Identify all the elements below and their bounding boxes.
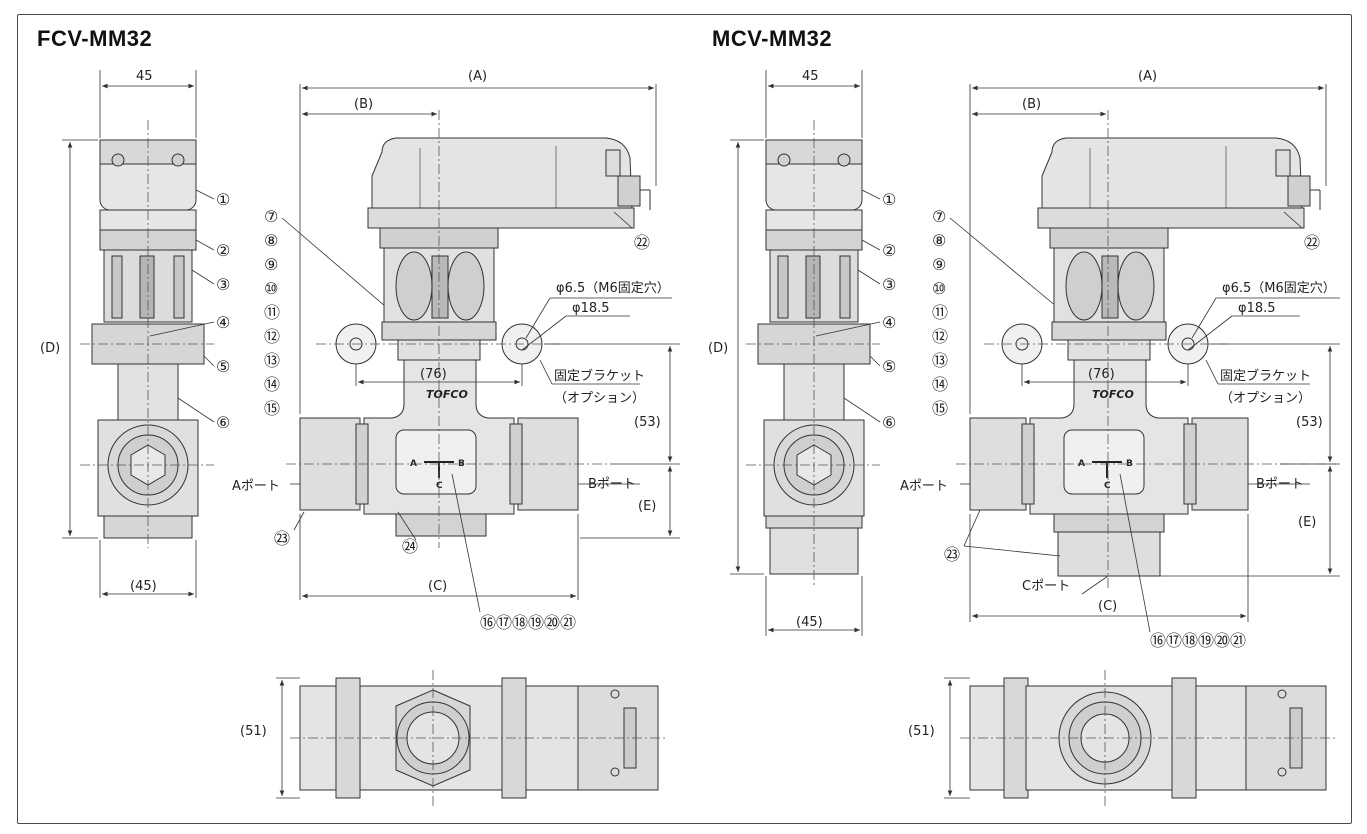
- part-5-right: ⑤: [882, 357, 896, 376]
- marker-c-left: C: [436, 481, 443, 491]
- marker-c-right: C: [1104, 481, 1111, 491]
- part-12-right: ⑫: [932, 327, 948, 346]
- part-9-left: ⑨: [264, 255, 278, 274]
- dim-51-left: (51): [240, 724, 267, 739]
- part-3-right: ③: [882, 275, 896, 294]
- label-hole2-right: φ18.5: [1238, 301, 1276, 316]
- marker-a-right: A: [1078, 459, 1085, 469]
- label-hole2-left: φ18.5: [572, 301, 610, 316]
- label-port-c-right: Cポート: [1022, 579, 1070, 594]
- dim-76-left: (76): [420, 367, 447, 382]
- marker-b-right: B: [1126, 459, 1133, 469]
- part-9-right: ⑨: [932, 255, 946, 274]
- part-8-right: ⑧: [932, 231, 946, 250]
- dim-a-right: (A): [1138, 69, 1157, 84]
- label-port-b-left: Bポート: [588, 477, 636, 492]
- part-24-left: ㉔: [402, 537, 418, 556]
- dim-51-right: (51): [908, 724, 935, 739]
- part-10-left: ⑩: [264, 279, 278, 298]
- dim-45p-left: (45): [130, 579, 157, 594]
- dim-b-right: (B): [1022, 97, 1041, 112]
- title-mcv: MCV-MM32: [712, 26, 833, 51]
- part-4-right: ④: [882, 313, 896, 332]
- label-port-a-right: Aポート: [900, 479, 948, 494]
- label-port-b-right: Bポート: [1256, 477, 1304, 492]
- part-14-left: ⑭: [264, 375, 280, 394]
- title-fcv: FCV-MM32: [37, 26, 153, 51]
- dim-45p-right: (45): [796, 615, 823, 630]
- label-option-right: （オプション）: [1220, 391, 1311, 406]
- dim-c-right: (C): [1098, 599, 1117, 614]
- part-6-right: ⑥: [882, 413, 896, 432]
- dim-45-right: 45: [802, 69, 819, 84]
- part-3-left: ③: [216, 275, 230, 294]
- dim-45-left: 45: [136, 69, 153, 84]
- label-bracket-left: 固定ブラケット: [554, 368, 645, 384]
- part-12-left: ⑫: [264, 327, 280, 346]
- flow-marker-right: [1092, 461, 1122, 478]
- part-5-left: ⑤: [216, 357, 230, 376]
- part-7-right: ⑦: [932, 207, 946, 226]
- part-15-right: ⑮: [932, 399, 948, 418]
- part-13-right: ⑬: [932, 351, 948, 370]
- part-11-right: ⑪: [932, 303, 948, 322]
- dim-d-left: (D): [40, 341, 60, 356]
- dim-d-right: (D): [708, 341, 728, 356]
- part-1-left: ①: [216, 190, 230, 209]
- part-8-left: ⑧: [264, 231, 278, 250]
- dim-76-right: (76): [1088, 367, 1115, 382]
- label-bracket-right: 固定ブラケット: [1220, 368, 1311, 384]
- dim-c-left: (C): [428, 579, 447, 594]
- mcv-front-view: [969, 137, 1321, 577]
- part-2-right: ②: [882, 241, 896, 260]
- logo-left: TOFCO: [426, 388, 468, 401]
- part-13-left: ⑬: [264, 351, 280, 370]
- part-22-right: ㉒: [1304, 233, 1320, 252]
- part-10-right: ⑩: [932, 279, 946, 298]
- logo-right: TOFCO: [1092, 388, 1134, 401]
- label-hole-left: φ6.5（M6固定穴）: [556, 281, 670, 296]
- dim-a-left: (A): [468, 69, 487, 84]
- part-23-right: ㉓: [944, 545, 960, 564]
- dim-e-right: (E): [1298, 515, 1316, 530]
- part-1-right: ①: [882, 190, 896, 209]
- label-hole-right: φ6.5（M6固定穴）: [1222, 281, 1336, 296]
- part-22-left: ㉒: [634, 233, 650, 252]
- part-4-left: ④: [216, 313, 230, 332]
- part-6-left: ⑥: [216, 413, 230, 432]
- part-16-21-right: ⑯⑰⑱⑲⑳㉑: [1150, 631, 1246, 650]
- mcv-side-view: [757, 139, 871, 575]
- label-option-left: （オプション）: [554, 391, 645, 406]
- part-15-left: ⑮: [264, 399, 280, 418]
- label-port-a-left: Aポート: [232, 479, 280, 494]
- dim-e-left: (E): [638, 499, 656, 514]
- dim-53-right: (53): [1296, 415, 1323, 430]
- part-7-left: ⑦: [264, 207, 278, 226]
- part-11-left: ⑪: [264, 303, 280, 322]
- part-2-left: ②: [216, 241, 230, 260]
- part-23-left: ㉓: [274, 529, 290, 548]
- part-16-21-left: ⑯⑰⑱⑲⑳㉑: [480, 613, 576, 632]
- part-14-right: ⑭: [932, 375, 948, 394]
- dim-53-left: (53): [634, 415, 661, 430]
- dim-b-left: (B): [354, 97, 373, 112]
- drawing-frame: [17, 14, 1352, 824]
